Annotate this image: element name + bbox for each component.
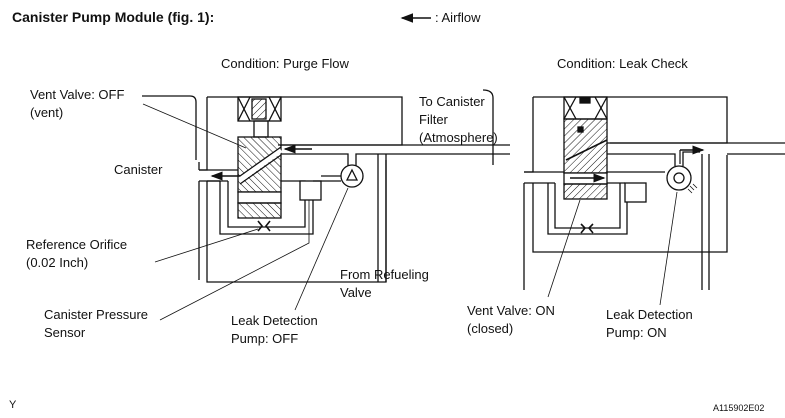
- legend-label: : Airflow: [435, 10, 481, 25]
- reference-orifice-label: Reference Orifice (0.02 Inch): [26, 236, 127, 272]
- from-refueling-valve-label: From Refueling Valve: [340, 266, 429, 302]
- pressure-sensor-line2: Sensor: [44, 325, 86, 340]
- condition-purge-flow: Condition: Purge Flow: [221, 56, 349, 71]
- pump-on-line1: Leak Detection: [606, 307, 693, 322]
- figure-title: Canister Pump Module (fig. 1):: [12, 9, 215, 25]
- vent-valve-on-line2: (closed): [467, 321, 514, 336]
- footer-mark: Y: [9, 399, 17, 411]
- canister-pressure-sensor-label: Canister Pressure Sensor: [44, 306, 148, 342]
- pressure-sensor-line1: Canister Pressure: [44, 307, 149, 322]
- vent-valve-off-line2: (vent): [30, 105, 64, 120]
- purge-flow-diagram: [142, 95, 510, 321]
- pump-on-label: Leak Detection Pump: ON: [606, 306, 693, 342]
- pump-off-line1: Leak Detection: [231, 313, 318, 328]
- leak-check-diagram: [482, 89, 785, 306]
- vent-valve-on-line1: Vent Valve: ON: [467, 303, 555, 318]
- condition-leak-check: Condition: Leak Check: [557, 56, 688, 71]
- to-filter-line1: To Canister: [419, 94, 485, 109]
- pump-off-label: Leak Detection Pump: OFF: [231, 312, 318, 348]
- canister-label: Canister: [114, 162, 163, 177]
- pump-off-line2: Pump: OFF: [231, 331, 299, 346]
- to-filter-line3: (Atmosphere): [419, 130, 498, 145]
- figure-id: A115902E02: [713, 403, 765, 413]
- vent-valve-off-line1: Vent Valve: OFF: [30, 87, 125, 102]
- reference-orifice-line1: Reference Orifice: [26, 237, 128, 252]
- reference-orifice-line2: (0.02 Inch): [26, 255, 89, 270]
- pump-on-line2: Pump: ON: [606, 325, 667, 340]
- to-canister-filter-label: To Canister Filter (Atmosphere): [419, 93, 498, 147]
- vent-valve-on-label: Vent Valve: ON (closed): [467, 302, 555, 338]
- refueling-line1: From Refueling: [340, 267, 429, 282]
- to-filter-line2: Filter: [419, 112, 448, 127]
- refueling-line2: Valve: [340, 285, 372, 300]
- vent-valve-off-label: Vent Valve: OFF (vent): [30, 86, 124, 122]
